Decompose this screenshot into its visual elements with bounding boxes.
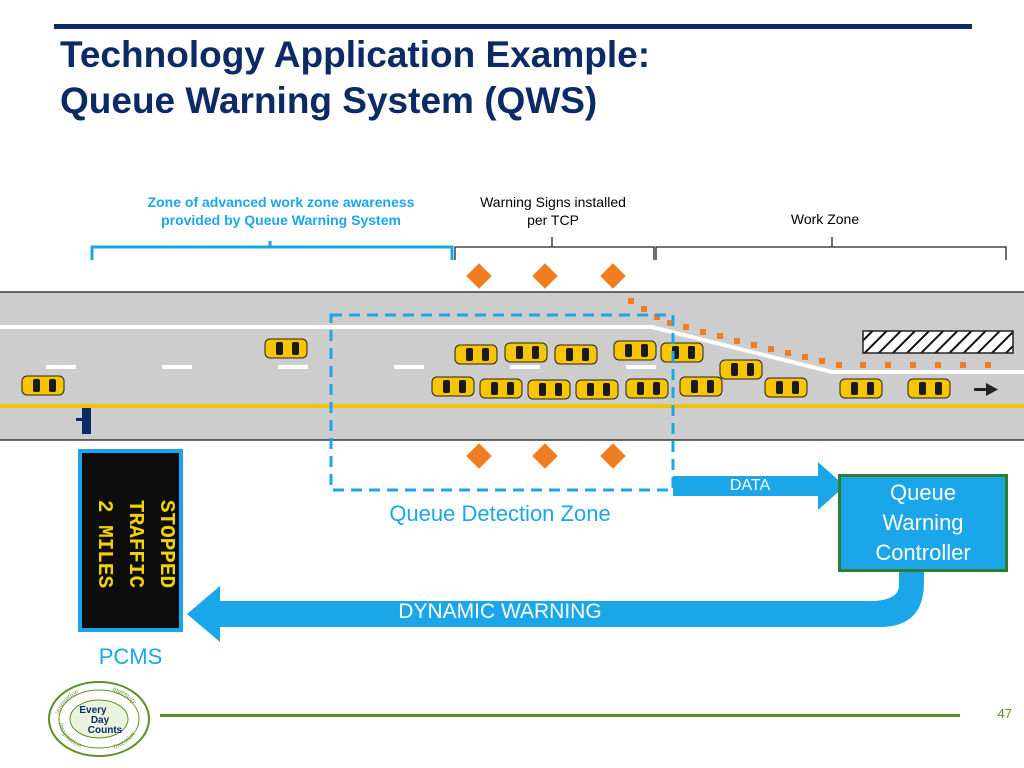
awareness-zone-label: Zone of advanced work zone awareness pro… [96,193,466,229]
car [554,344,598,365]
controller-line-3: Controller [875,540,971,565]
car [660,342,704,363]
dynamic-warning-label: DYNAMIC WARNING [398,600,602,623]
warning-sign-diamond [532,263,558,289]
lane-edge-line [0,325,1024,374]
dynamic-warning-arrow [187,572,924,642]
controller-line-2: Warning [882,510,964,535]
queue-detection-zone-box [329,313,675,492]
every-day-counts-logo: innovation ingenuity imagination inventi… [48,681,150,757]
warning-sign-diamond [600,263,626,289]
controller-line-1: Queue [889,480,957,505]
data-arrow-label: DATA [729,477,771,494]
slide-title-line-1: Technology Application Example: [60,34,651,75]
slide-title-line-2: Queue Warning System (QWS) [60,80,598,121]
car [679,376,723,397]
logo-word-counts: Counts [88,725,123,736]
work-zone-label: Work Zone [790,211,860,227]
warning-sign-diamond [466,263,492,289]
warning-sign-diamond [600,443,626,469]
data-arrow [673,462,845,510]
car [504,342,548,363]
car [613,340,657,361]
pcms-sign-icon [76,408,91,434]
logo-word-day: Day [91,715,110,726]
queue-detection-zone-label: Queue Detection Zone [389,501,611,526]
pcms-label: PCMS [98,644,163,669]
car [907,378,951,399]
warning-signs-bottom [466,443,626,469]
page-number: 47 [997,706,1012,721]
awareness-zone-label-line-1: Zone of advanced work zone awareness [147,194,415,210]
car [479,378,523,399]
car [839,378,883,399]
warning-signs-label-line-2: per TCP [527,212,579,228]
car [719,359,763,380]
car [264,338,308,359]
warning-sign-diamond [532,443,558,469]
car [527,379,571,400]
warning-signs-top [466,263,626,289]
pcms-sign: STOPPED TRAFFIC 2 MILES [78,449,183,632]
direction-arrow-icon [974,383,998,396]
slide-title: Technology Application Example: Queue Wa… [60,32,650,124]
work-zone-brace [655,237,1007,260]
channelizer-cones [628,298,991,368]
pcms-message: STOPPED TRAFFIC 2 MILES [87,460,183,628]
warning-signs-label: Warning Signs installed per TCP [448,193,658,229]
title-top-rule [54,24,972,29]
pcms-line-1: STOPPED [154,499,178,589]
warning-signs-label-line-1: Warning Signs installed [480,194,626,210]
queue-warning-controller: Queue Warning Controller [838,474,1008,572]
warning-sign-diamond [466,443,492,469]
awareness-zone-label-line-2: provided by Queue Warning System [161,212,401,228]
car [21,375,65,396]
car [454,344,498,365]
footer-rule [160,714,960,717]
car [575,379,619,400]
car [764,377,808,398]
work-zone-barrier [862,330,1014,354]
roadway [0,291,1024,441]
warning-signs-brace [454,237,655,260]
pcms-line-3: 2 MILES [92,499,116,589]
logo-word-every: Every [79,705,107,716]
car [431,376,475,397]
car [625,378,669,399]
awareness-zone-brace [90,241,454,260]
pcms-line-2: TRAFFIC [123,499,147,589]
